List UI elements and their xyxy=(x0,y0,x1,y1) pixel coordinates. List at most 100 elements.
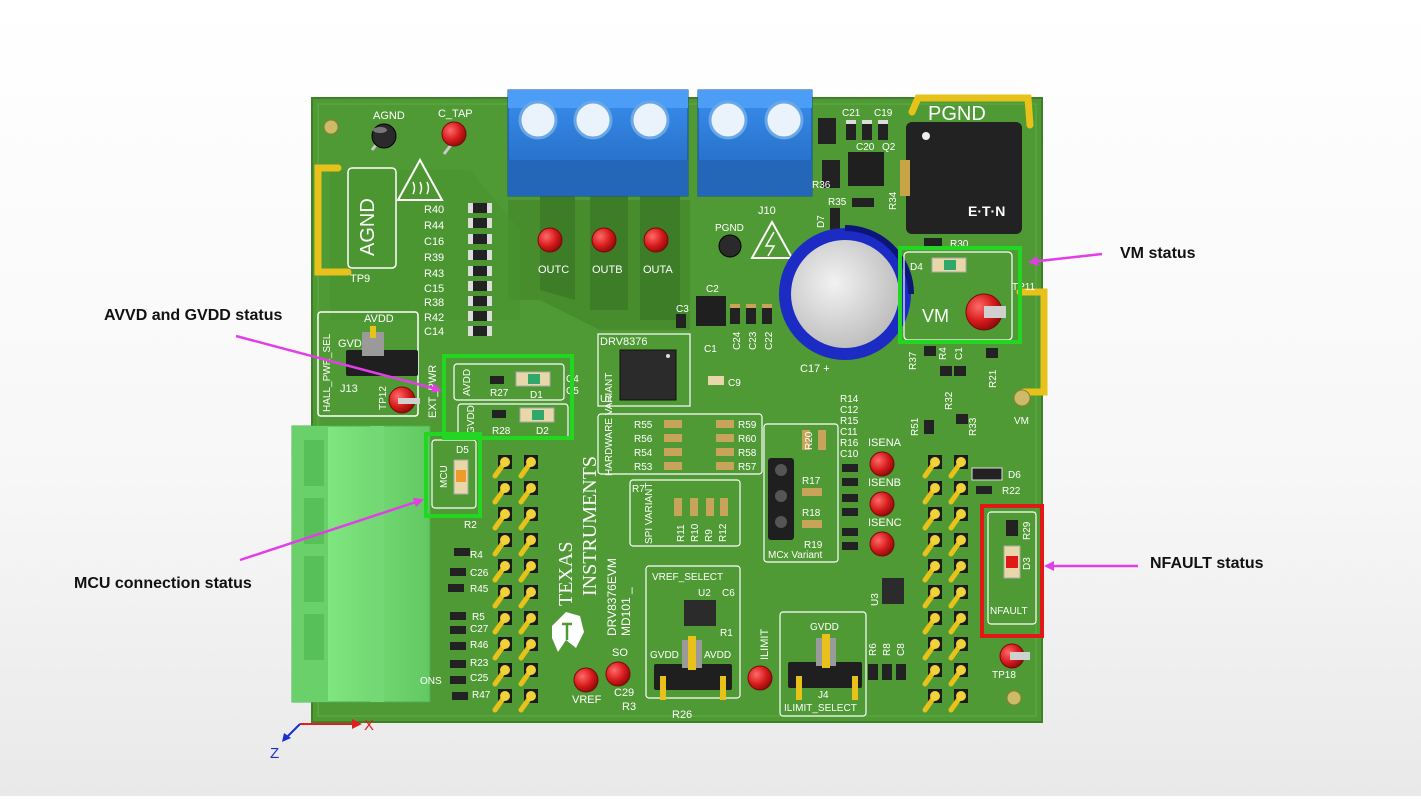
high-voltage-icon xyxy=(750,219,794,259)
testpoint-vm xyxy=(1013,389,1031,407)
header-pin xyxy=(518,637,538,661)
testpoint-outc xyxy=(537,227,563,253)
drv8376-pin1-dot xyxy=(666,354,670,358)
x-axis-label: X xyxy=(364,717,374,734)
r10-label: R10 xyxy=(690,523,701,542)
r59-label: R59 xyxy=(738,420,757,431)
ilimit-smd xyxy=(868,664,906,680)
header-pin xyxy=(948,689,968,713)
gvdd-led-label: GVDD xyxy=(466,405,477,434)
header-pin xyxy=(492,585,512,609)
vref-select-frame xyxy=(645,565,741,699)
testpoint-outa xyxy=(643,227,669,253)
so-testpoint-label: SO xyxy=(612,647,628,659)
header-pin xyxy=(922,689,942,713)
header-pin xyxy=(492,637,512,661)
d1-led-lens xyxy=(528,374,540,384)
tp12-label: TP12 xyxy=(378,386,389,410)
d2-label: D2 xyxy=(536,426,549,437)
vm-highlight-box xyxy=(898,246,1022,344)
c17-label: C17 + xyxy=(800,363,830,375)
header-pin xyxy=(518,559,538,583)
testpoint-isenb xyxy=(869,491,895,517)
c13-label: C1 xyxy=(954,347,965,360)
header-pin xyxy=(948,507,968,531)
c9-label: C9 xyxy=(728,378,741,389)
d6-label: D6 xyxy=(1008,470,1021,481)
header-pin xyxy=(948,585,968,609)
r22-label: R22 xyxy=(1002,486,1021,497)
ilimit-select-label: ILIMIT_SELECT xyxy=(784,703,857,714)
capacitor-c17 xyxy=(779,225,914,360)
r43-label: R43 xyxy=(424,268,444,280)
r8-label: R8 xyxy=(882,643,893,656)
isenc-label: ISENC xyxy=(868,517,902,529)
r60-label: R60 xyxy=(738,434,757,445)
c2-label: C2 xyxy=(706,284,719,295)
r47-label: R47 xyxy=(472,690,491,701)
testpoint-outb xyxy=(591,227,617,253)
c24-c22-caps xyxy=(730,304,772,324)
mounting-hole xyxy=(1006,690,1022,706)
r40-label: R40 xyxy=(424,204,444,216)
eaton-logo: E·T·N xyxy=(968,203,1005,219)
mcx-resistors xyxy=(802,430,826,528)
c16-label: C16 xyxy=(424,236,444,248)
avdd-vref-label: AVDD xyxy=(704,650,731,661)
r4x-label: R4 xyxy=(938,347,949,360)
r56-label: R56 xyxy=(634,434,653,445)
r44-label: R44 xyxy=(424,220,444,232)
r29-label: R29 xyxy=(1022,521,1033,540)
c20-label: C20 xyxy=(856,142,875,153)
d1-label: D1 xyxy=(530,390,543,401)
c11-label: C11 xyxy=(840,427,858,438)
j10-label: J10 xyxy=(758,205,776,217)
r54-label: R54 xyxy=(634,448,653,459)
smd-top-right xyxy=(818,118,888,188)
left-pin-header xyxy=(492,455,538,713)
r26-label: R26 xyxy=(672,709,692,721)
r32-label: R32 xyxy=(944,391,955,410)
header-pin xyxy=(492,481,512,505)
mcu-arrow xyxy=(239,497,424,562)
z-axis-label: Z xyxy=(270,745,279,762)
r46-label: R46 xyxy=(470,640,489,651)
avdd-led-label: AVDD xyxy=(462,369,473,396)
r1-label: R1 xyxy=(720,628,733,639)
d4-led-lens xyxy=(944,260,956,270)
mcu-connection-status-callout: MCU connection status xyxy=(74,575,252,592)
r16-label: R16 xyxy=(840,438,859,449)
evm-name-line2: MD101 _ xyxy=(619,587,633,636)
header-pin xyxy=(518,611,538,635)
avvd-gvdd-arrow xyxy=(235,334,442,393)
testpoint-so xyxy=(605,661,631,687)
smd-column-mid-left xyxy=(448,548,470,700)
q2-label: Q2 xyxy=(882,142,896,153)
j13-label: J13 xyxy=(340,383,358,395)
c6-label: C6 xyxy=(722,588,735,599)
ext-pwr-label: EXT_PWR xyxy=(427,365,439,418)
r2-label: R2 xyxy=(464,520,477,531)
r12-label: R12 xyxy=(718,523,729,542)
header-pin xyxy=(922,481,942,505)
nfault-highlight-box xyxy=(980,504,1044,638)
pgnd-silk-label: PGND xyxy=(928,103,986,125)
d2-led-lens xyxy=(532,410,544,420)
brand-texas: TEXAS xyxy=(555,542,577,606)
r9-label: R9 xyxy=(704,529,715,542)
r15-label: R15 xyxy=(840,416,859,427)
header-pin xyxy=(922,507,942,531)
tp9-wire-loop xyxy=(314,164,352,276)
r35-resistor xyxy=(852,198,874,207)
r19-label: R19 xyxy=(804,540,823,551)
terminal-block-power xyxy=(697,89,813,197)
tp9-label: TP9 xyxy=(350,273,370,285)
header-pin xyxy=(518,481,538,505)
testpoint-isena xyxy=(869,451,895,477)
ilimit-gvdd-label: GVDD xyxy=(810,622,839,633)
r38-label: R38 xyxy=(424,297,444,309)
r30-label: R30 xyxy=(950,239,969,250)
vref-select-header xyxy=(654,636,732,700)
c26-label: C26 xyxy=(470,568,489,579)
c10-label: C10 xyxy=(840,449,859,460)
